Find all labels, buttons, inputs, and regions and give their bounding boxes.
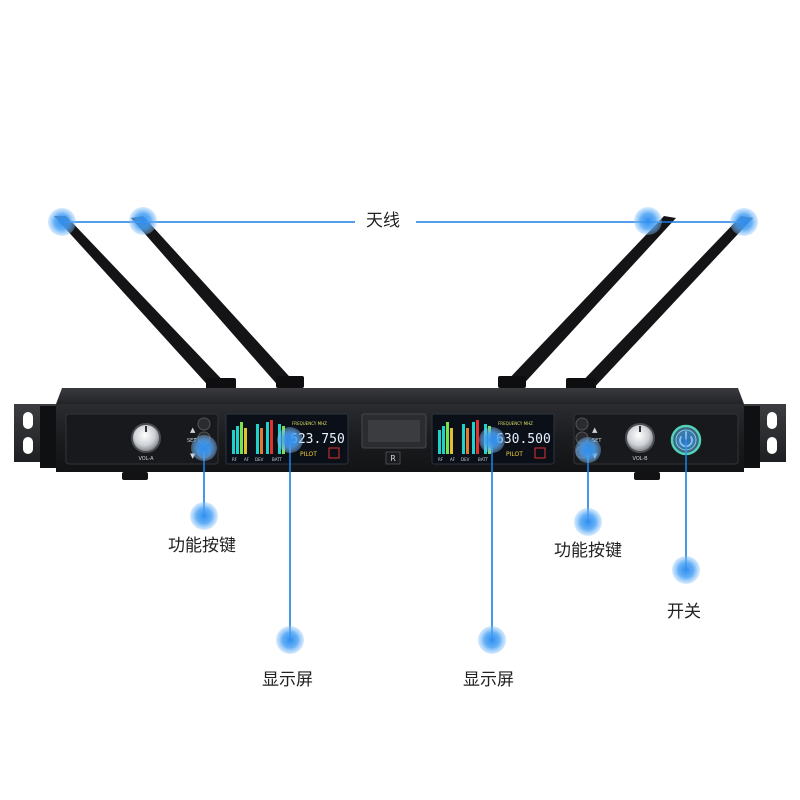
batt-label-b: BATT [478, 457, 489, 462]
frequency-readout-a: 623.750 [290, 432, 345, 447]
marker-display-left-bottom [276, 626, 304, 654]
down-arrow-icon: ▼ [190, 452, 196, 460]
foot-right [634, 472, 660, 480]
callout-function-keys-right: 功能按键 [554, 541, 622, 561]
brand-logo-text: R [390, 454, 396, 463]
antenna-2 [131, 216, 298, 390]
rf-label-a: RF [232, 457, 238, 462]
antenna-1 [54, 216, 232, 392]
callout-display-right: 显示屏 [463, 670, 514, 690]
channel-indicator-a [328, 447, 340, 459]
center-panel: R [361, 413, 427, 465]
frequency-readout-b: 630.500 [496, 432, 551, 447]
dev-label-a: DEV [255, 457, 264, 462]
freq-header-a: FREQUENCY MHZ [292, 421, 327, 426]
antenna-4 [574, 216, 753, 392]
volume-label-b: VOL-B [632, 456, 648, 462]
marker-power-top [671, 425, 701, 455]
callout-power-switch: 开关 [667, 602, 701, 622]
marker-antenna-2 [129, 207, 157, 235]
batt-label-a: BATT [272, 457, 283, 462]
up-button-a[interactable] [197, 417, 211, 431]
foot-left [122, 472, 148, 480]
volume-knob-b[interactable] [625, 423, 655, 453]
antenna-base-1 [206, 378, 236, 390]
up-arrow-icon: ▲ [592, 426, 598, 434]
marker-power-bottom [672, 556, 700, 584]
callout-display-left: 显示屏 [262, 670, 313, 690]
callout-antenna: 天线 [366, 211, 400, 231]
marker-keys-right-top [575, 437, 601, 463]
marker-display-right-bottom [478, 626, 506, 654]
volume-label-a: VOL-A [138, 456, 154, 462]
antennas [54, 216, 753, 392]
marker-antenna-1 [48, 208, 76, 236]
marker-keys-left-bottom [190, 502, 218, 530]
antenna-base-2 [276, 376, 304, 388]
dev-label-b: DEV [461, 457, 470, 462]
antenna-base-4 [566, 378, 596, 390]
marker-display-right-top [479, 427, 505, 453]
antenna-base-3 [498, 376, 526, 388]
pilot-indicator-a: PILOT [300, 451, 317, 458]
volume-knob-a[interactable] [131, 423, 161, 453]
af-label-a: AF [244, 457, 250, 462]
pilot-indicator-b: PILOT [506, 451, 523, 458]
marker-keys-left-top [191, 435, 217, 461]
set-label-a: SET [187, 438, 197, 444]
callout-function-keys-left: 功能按键 [168, 536, 236, 556]
marker-keys-right-bottom [574, 508, 602, 536]
brand-logo [385, 451, 401, 465]
marker-antenna-3 [634, 207, 662, 235]
rf-label-b: RF [438, 457, 444, 462]
up-button-b[interactable] [575, 417, 589, 431]
af-label-b: AF [450, 457, 456, 462]
marker-display-left-top [277, 427, 303, 453]
marker-antenna-4 [730, 208, 758, 236]
antenna-3 [502, 216, 676, 390]
callout-markers [48, 207, 758, 654]
up-arrow-icon: ▲ [190, 426, 196, 434]
freq-header-b: FREQUENCY MHZ [498, 421, 533, 426]
channel-indicator-b [534, 447, 546, 459]
chassis-top [56, 388, 744, 404]
